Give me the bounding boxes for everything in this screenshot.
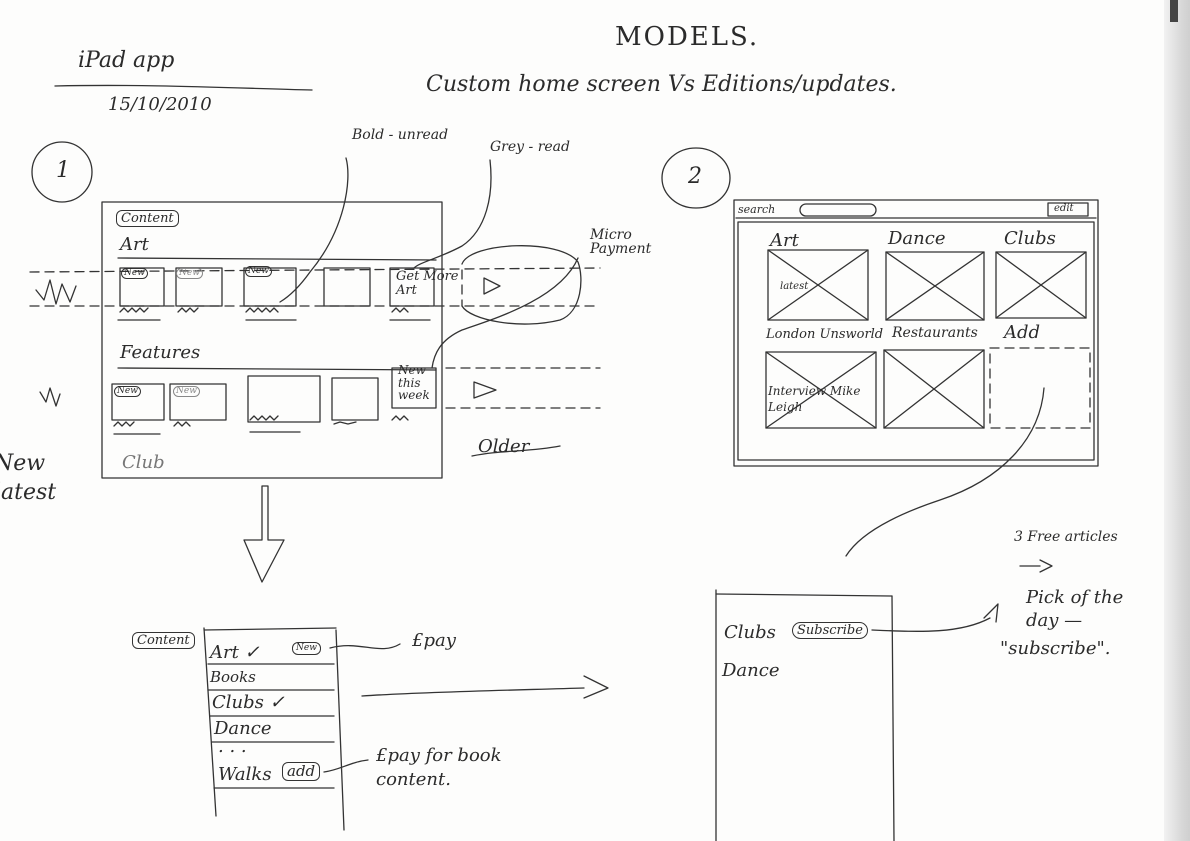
section-club-label: Club — [122, 452, 165, 473]
tile-label: London Unsworld — [766, 327, 884, 342]
badge-new: New — [173, 386, 200, 397]
tile-label-add: Add — [1004, 322, 1041, 343]
model1-number: 1 — [56, 158, 70, 183]
sketch-date: 15/10/2010 — [108, 94, 212, 115]
search-label: search — [738, 203, 776, 216]
menu-item-badge: add — [282, 762, 321, 781]
tile-caption: Interview Mike Leigh — [768, 384, 861, 414]
get-more-art-tile: Get More Art — [396, 269, 459, 298]
note-pay: £pay — [412, 630, 456, 651]
section-art-label: Art — [120, 234, 149, 255]
edit-button: edit — [1054, 203, 1074, 214]
badge-new: New — [114, 386, 141, 397]
annotation-grey-read: Grey - read — [490, 139, 570, 155]
new-this-week-tile: New this week — [398, 363, 430, 403]
tile-label: Art — [770, 230, 799, 251]
badge-new: New — [121, 268, 148, 279]
menu-item-label: Art ✓ — [210, 642, 260, 663]
section-features-label: Features — [120, 342, 201, 363]
content-tab: Content — [116, 210, 179, 227]
tile-caption: latest — [780, 281, 809, 292]
model2-number: 2 — [688, 164, 702, 189]
subscribe-button: Subscribe — [792, 622, 868, 639]
menu-item-label: Books — [210, 668, 256, 686]
page-title: MODELS. — [615, 22, 760, 52]
tile-label: Dance — [888, 228, 946, 249]
tile-label: Clubs — [1004, 228, 1056, 249]
annotation-micro-payment: Micro Payment — [590, 227, 652, 257]
badge-new: New — [245, 266, 272, 277]
menu-item-badge: New — [292, 642, 321, 655]
clubs-label: Clubs — [724, 622, 776, 643]
page-subtitle: Custom home screen Vs Editions/updates. — [426, 72, 897, 97]
menu-content-tab: Content — [132, 632, 195, 649]
left-note-new-latest: New latest — [0, 451, 57, 505]
app-label: iPad app — [78, 48, 175, 73]
page-edge — [1164, 0, 1190, 841]
older-label: Older — [478, 436, 530, 457]
note-pick-of-the-day: Pick of the day — — [1026, 587, 1124, 632]
note-subscribe: "subscribe". — [1000, 638, 1111, 659]
badge-new: New — [176, 268, 203, 279]
menu-item-label: . . . — [218, 736, 247, 757]
note-free-articles: 3 Free articles — [1014, 529, 1118, 545]
menu-item-label: Dance — [214, 718, 272, 739]
annotation-bold-unread: Bold - unread — [352, 127, 449, 143]
menu-item-label: Clubs ✓ — [212, 692, 285, 713]
menu-item-label: Walks — [218, 764, 272, 785]
tile-label: Restaurants — [892, 325, 978, 341]
dance-label: Dance — [722, 660, 780, 681]
note-pay-book-content: £pay for book content. — [376, 745, 502, 791]
